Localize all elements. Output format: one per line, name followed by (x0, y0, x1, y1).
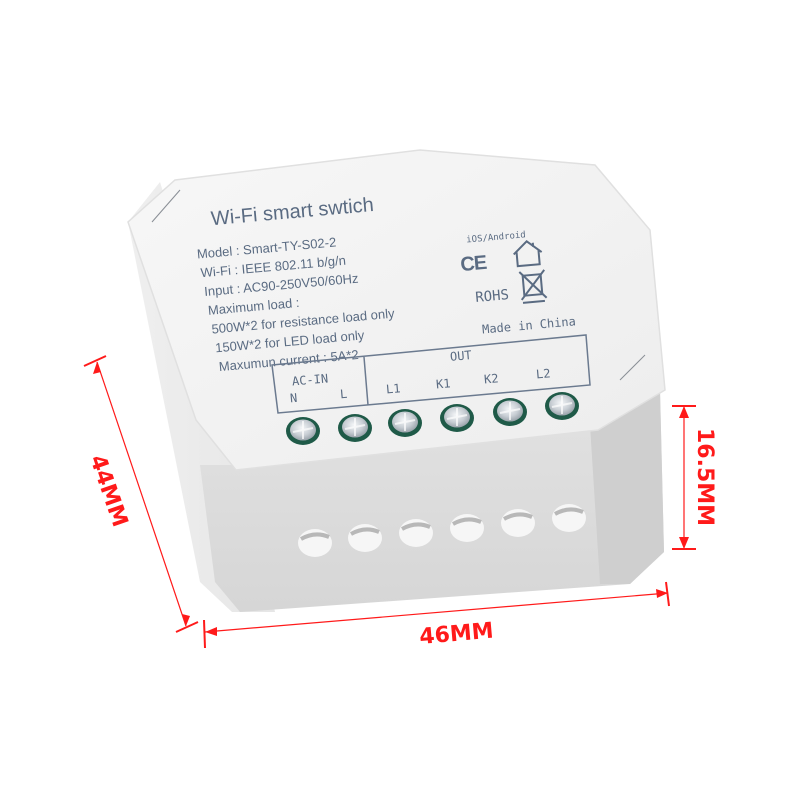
terminal-block: AC-IN N L OUT L1 K1 K2 L2 (271, 334, 591, 414)
rohs-mark: ROHS (475, 287, 510, 306)
bevel-line-left (151, 189, 181, 223)
terminal-l-label: L (339, 387, 347, 402)
wire-entry-holes (298, 504, 586, 557)
out-label: OUT (449, 348, 472, 364)
terminal-block-border (271, 334, 591, 414)
width-label: 46MM (418, 619, 494, 650)
terminal-k2-label: K2 (483, 371, 499, 386)
right-chamfer-face (590, 390, 664, 584)
ce-mark: CE (460, 252, 488, 276)
screw-l1 (388, 409, 422, 437)
dimension-height: 16.5MM (672, 405, 717, 550)
indoor-use-icon (513, 239, 543, 268)
weee-bin-icon (518, 269, 548, 304)
wire-hole (501, 509, 535, 537)
wire-hole (348, 524, 382, 552)
screw-k2 (493, 398, 527, 426)
bevel-line-right (619, 354, 646, 381)
terminal-l1-label: L1 (385, 381, 401, 396)
screw-l (338, 414, 372, 442)
depth-label: 44MM (84, 452, 132, 530)
terminal-screws (286, 392, 579, 445)
screw-l2 (545, 392, 579, 420)
wire-hole (399, 519, 433, 547)
terminal-l2-label: L2 (535, 366, 551, 381)
wire-hole (298, 529, 332, 557)
ac-in-label: AC-IN (291, 371, 328, 388)
terminal-divider (363, 356, 369, 406)
wire-hole (450, 514, 484, 542)
terminal-n-label: N (289, 391, 297, 406)
screw-k1 (440, 404, 474, 432)
height-label: 16.5MM (692, 428, 717, 526)
wire-hole (552, 504, 586, 532)
terminal-k1-label: K1 (435, 376, 451, 391)
screw-n (286, 417, 320, 445)
